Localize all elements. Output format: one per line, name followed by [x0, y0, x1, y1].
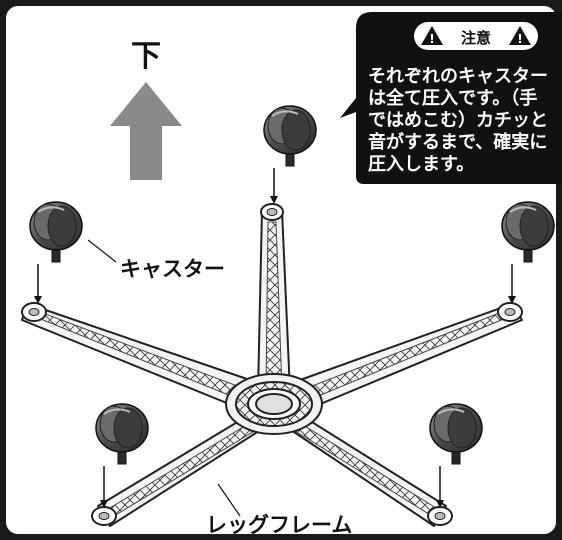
svg-text:!: !: [517, 32, 522, 46]
svg-text:!: !: [429, 32, 434, 46]
center-hub: [225, 373, 323, 435]
caution-line: ではめこむ）カチッと: [368, 110, 548, 131]
insertion-arrow: [270, 168, 278, 204]
caution-line: 圧入します。: [368, 154, 474, 175]
caution-title-pill: [414, 22, 538, 50]
caution-title: 注意: [461, 29, 491, 47]
caution-line: それぞれのキャスター: [368, 66, 548, 87]
leg-frame-leader-line: [217, 483, 241, 517]
warning-icon: [509, 26, 531, 45]
leg-frame: [21, 203, 523, 527]
insertion-arrow: [100, 466, 108, 508]
leg-frame-label: レッグフレーム: [206, 513, 352, 537]
insertion-arrow: [508, 264, 516, 304]
caution-box: ! ! 注意 それぞれのキャスター は全て圧入です。（手 ではめこむ）カチッと …: [340, 12, 562, 184]
warning-icon: [421, 26, 443, 45]
insertion-arrow: [436, 466, 444, 508]
caster-label: キャスター: [120, 257, 225, 281]
down-direction-arrow: [110, 82, 182, 180]
insertion-arrow: [34, 264, 42, 304]
caution-line: 音がするまで、確実に: [368, 131, 547, 153]
direction-label: 下: [131, 39, 161, 74]
caster-leader-line: [87, 239, 117, 263]
caution-line: は全て圧入です。（手: [368, 87, 537, 109]
